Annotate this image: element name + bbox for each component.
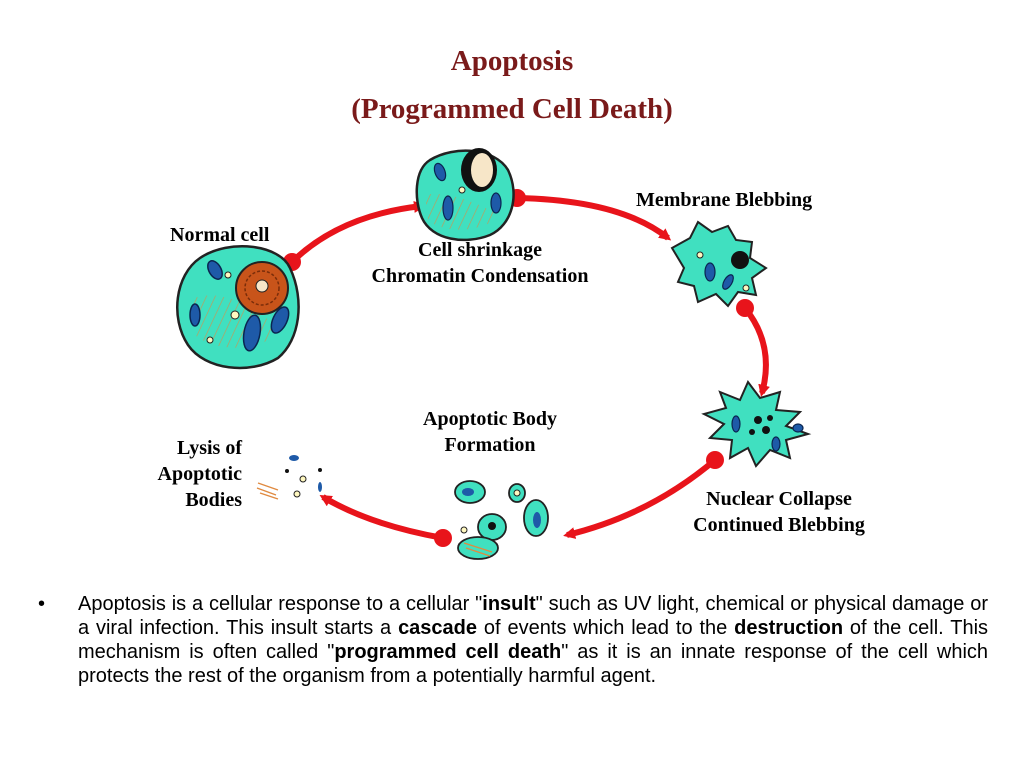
label-membrane-blebbing: Membrane Blebbing [636, 189, 813, 211]
description-list: • Apoptosis is a cellular response to a c… [38, 592, 988, 688]
label-normal-cell: Normal cell [170, 224, 270, 246]
label-apoptotic-body-line-1: Apoptotic Body [423, 408, 557, 430]
desc-text-1: Apoptosis is a cellular response to a ce… [78, 593, 483, 615]
desc-bold-cascade: cascade [398, 617, 478, 639]
blebbing-cell-illustration [670, 220, 768, 308]
desc-bold-destruction: destruction [734, 617, 844, 639]
nuclear-collapse-illustration [701, 380, 812, 468]
arrow-blebbing-to-collapse [742, 306, 770, 397]
desc-text-3: of events which lead to the [477, 617, 735, 639]
title-line-1: Apoptosis [450, 45, 574, 77]
label-lysis-line-3: Bodies [185, 489, 242, 511]
label-apoptotic-body-line-2: Formation [444, 434, 536, 456]
shrinking-cell-illustration [415, 148, 515, 242]
label-cell-shrinkage: Cell shrinkage Chromatin Condensation [330, 237, 630, 289]
label-lysis-line-1: Lysis of [176, 437, 242, 459]
arrow-start-dot [736, 299, 754, 317]
arrow-start-dot [434, 529, 452, 547]
arrow-start-dot [706, 451, 724, 469]
desc-text-5: " as it is an innate response of the cel… [78, 641, 989, 687]
label-nuclear-collapse-line-2: Continued Blebbing [693, 514, 865, 536]
label-cell-shrinkage-line-1: Cell shrinkage [418, 239, 542, 261]
arrow-shrinkage-to-blebbing [516, 195, 672, 241]
bullet-icon: • [38, 593, 46, 615]
desc-bold-insult: insult [482, 593, 536, 615]
label-lysis-line-2: Apoptotic [157, 463, 242, 485]
normal-cell-illustration [176, 245, 300, 370]
apoptotic-bodies-illustration [454, 480, 549, 560]
title-line-2: (Programmed Cell Death) [351, 93, 673, 125]
label-nuclear-collapse: Nuclear Collapse Continued Blebbing [654, 486, 904, 538]
desc-text-2: " such as UV light, chemical or physical… [78, 593, 988, 639]
lysis-fragments-illustration [256, 455, 322, 500]
arrow-collapse-to-bodies [563, 457, 717, 539]
label-nuclear-collapse-line-1: Nuclear Collapse [706, 488, 852, 510]
arrow-normal-to-shrinkage [289, 200, 426, 265]
arrow-bodies-to-lysis [319, 494, 444, 541]
desc-text-4: of the cell. This mechanism is often cal… [78, 617, 989, 663]
label-apoptotic-body-formation: Apoptotic Body Formation [390, 406, 590, 458]
apoptosis-cycle-diagram [176, 148, 812, 560]
description-item: • Apoptosis is a cellular response to a c… [38, 592, 988, 688]
desc-bold-programmed-cell-death: programmed cell death [334, 641, 562, 663]
label-cell-shrinkage-line-2: Chromatin Condensation [371, 265, 589, 287]
label-lysis: Lysis of Apoptotic Bodies [110, 435, 242, 513]
